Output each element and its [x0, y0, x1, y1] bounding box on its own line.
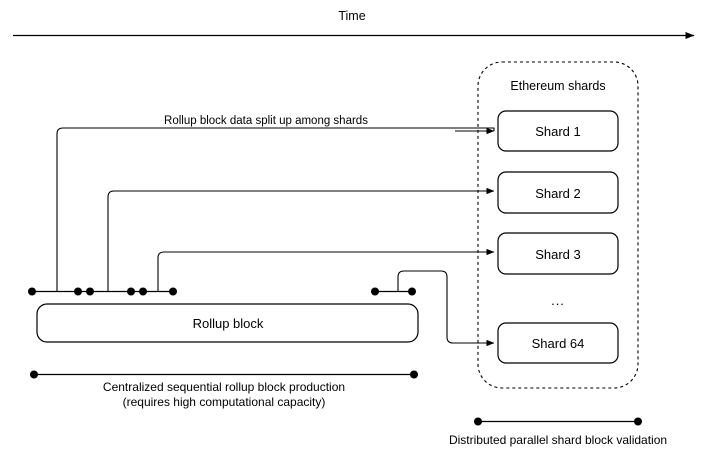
segment-dot-7: [371, 287, 379, 296]
connector-to-shard-2: [107, 190, 489, 291]
shard-measure-dot-start: [474, 417, 482, 426]
ethereum-shards-title: Ethereum shards: [510, 79, 605, 93]
segment-dot-2: [74, 287, 82, 296]
shard-label-64: Shard 64: [532, 336, 585, 351]
rollup-caption-line-2: (requires high computational capacity): [123, 395, 326, 409]
rollup-block-box[interactable]: [36, 303, 419, 343]
shard-label-2: Shard 2: [535, 186, 581, 201]
shard-box-2[interactable]: [497, 171, 619, 214]
segment-dot-8: [408, 287, 416, 296]
segment-dot-6: [169, 287, 177, 296]
shard-box-3[interactable]: [497, 232, 619, 275]
connector-to-shard-3: [157, 251, 489, 291]
shard-label-3: Shard 3: [535, 247, 581, 262]
shard-label-1: Shard 1: [535, 124, 581, 139]
time-axis-label: Time: [338, 9, 365, 23]
rollup-block-label: Rollup block: [193, 316, 264, 331]
shard-box-1[interactable]: [497, 110, 619, 152]
rollup-caption-line-1: Centralized sequential rollup block prod…: [103, 380, 345, 394]
shard-box-64[interactable]: [497, 322, 619, 364]
segment-dot-1: [28, 287, 36, 296]
connector-to-shard-1: [56, 127, 495, 291]
ethereum-shards-container: [477, 61, 639, 389]
shard-measure-dot-end: [634, 417, 642, 426]
connector-to-shard-64: [397, 270, 489, 344]
rollup-measure-dot-end: [410, 370, 418, 379]
segment-dot-5: [139, 287, 147, 296]
segment-dot-3: [86, 287, 94, 296]
split-label: Rollup block data split up among shards: [164, 115, 368, 127]
segment-dot-4: [127, 287, 135, 296]
shard-ellipsis: ...: [551, 293, 565, 308]
shard-caption: Distributed parallel shard block validat…: [449, 433, 667, 447]
rollup-measure-dot-start: [30, 370, 38, 379]
